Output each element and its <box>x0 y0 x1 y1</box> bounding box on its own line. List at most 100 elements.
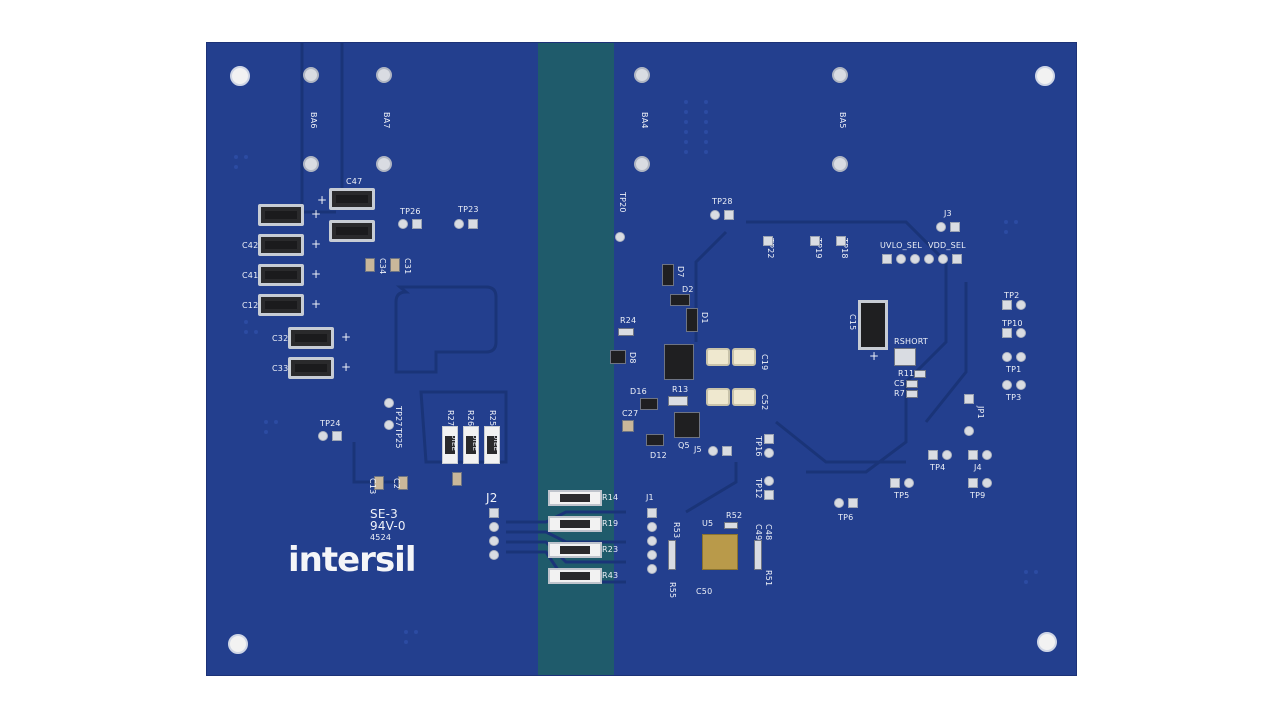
testpoint-tp25 <box>384 420 394 430</box>
testpoint-tp18 <box>836 236 846 246</box>
testpoint-tp4-b <box>942 450 952 460</box>
vdd-sel-pin-3 <box>952 254 962 264</box>
label-tp1: TP1 <box>1006 365 1022 374</box>
jack-pad-ba5-top <box>832 67 848 83</box>
uvlo-sel-pin-1 <box>882 254 892 264</box>
label-r25: R25 <box>488 410 497 427</box>
j1-pin-2 <box>647 522 657 532</box>
label-d8: D8 <box>628 352 637 364</box>
resistor-r25 <box>484 426 500 464</box>
label-c48: C48 <box>764 524 773 541</box>
testpoint-tp23 <box>454 219 464 229</box>
jumper-j5-2 <box>722 446 732 456</box>
label-d16: D16 <box>630 387 647 396</box>
label-tp6: TP6 <box>838 513 854 522</box>
capacitor-c47-b <box>329 220 375 242</box>
resistor-r24 <box>618 328 634 336</box>
diode-d1 <box>686 308 698 332</box>
testpoint-tp12 <box>764 476 774 486</box>
label-j3: J3 <box>944 209 952 218</box>
label-c42: C42 <box>242 241 259 250</box>
resistor-r52 <box>724 522 738 529</box>
j2-pin-2 <box>489 522 499 532</box>
label-tp12: TP12 <box>754 478 763 499</box>
label-c2: C2 <box>392 478 401 490</box>
j1-pin-4 <box>647 550 657 560</box>
button-rshort <box>894 348 916 366</box>
capacitor-c12 <box>258 294 304 316</box>
marking-r27: DIEE <box>450 434 458 452</box>
plus-c42-a: + <box>311 207 322 221</box>
label-d7: D7 <box>676 266 685 278</box>
label-u5: U5 <box>702 519 714 528</box>
capacitor-c42 <box>258 234 304 256</box>
resistor-r13 <box>668 396 688 406</box>
label-c19: C19 <box>760 354 769 371</box>
resistor-r14 <box>548 490 602 506</box>
label-ba4: BA4 <box>640 112 649 129</box>
testpoint-tp10-b <box>1016 328 1026 338</box>
label-c52: C52 <box>760 394 769 411</box>
label-r11: R11 <box>898 369 915 378</box>
j2-pin-4 <box>489 550 499 560</box>
board-label-94v0: 94V-0 <box>370 519 406 533</box>
plus-c42: + <box>311 237 322 251</box>
resistor-r7 <box>906 390 918 398</box>
marking-r26: DIEE <box>471 434 479 452</box>
label-tp24: TP24 <box>320 419 341 428</box>
jack-pad-ba4-top <box>634 67 650 83</box>
label-j1: J1 <box>646 493 654 502</box>
label-tp28: TP28 <box>712 197 733 206</box>
jumper-j3-1 <box>936 222 946 232</box>
jack-pad-ba6-bottom <box>303 156 319 172</box>
label-ba6: BA6 <box>309 112 318 129</box>
vdd-sel-pin-1 <box>924 254 934 264</box>
diode-d7 <box>662 264 674 286</box>
capacitor-c5 <box>906 380 918 388</box>
j1-pin-1 <box>647 508 657 518</box>
diode-d2 <box>670 294 690 306</box>
testpoint-tp3 <box>1002 380 1012 390</box>
label-r13: R13 <box>672 385 689 394</box>
inductor-c52-a <box>706 388 730 406</box>
testpoint-tp26-sq <box>412 219 422 229</box>
plus-c15: + <box>869 349 880 363</box>
capacitor-small <box>452 472 462 486</box>
jumper-j4-1 <box>968 450 978 460</box>
label-d1: D1 <box>700 312 709 324</box>
testpoint-tp5 <box>890 478 900 488</box>
testpoint-tp23-sq <box>468 219 478 229</box>
testpoint-tp6 <box>834 498 844 508</box>
jack-pad-ba7-top <box>376 67 392 83</box>
label-c49: C49 <box>754 524 763 541</box>
capacitor-c33 <box>288 357 334 379</box>
label-tp5: TP5 <box>894 491 910 500</box>
label-ba7: BA7 <box>382 112 391 129</box>
label-r53: R53 <box>672 522 681 539</box>
j1-pin-5 <box>647 564 657 574</box>
label-jp1: JP1 <box>976 406 985 419</box>
jack-pad-ba4-bottom <box>634 156 650 172</box>
label-j4: J4 <box>974 463 982 472</box>
ic-u5 <box>702 534 738 570</box>
testpoint-tp4 <box>928 450 938 460</box>
capacitor-c32 <box>288 327 334 349</box>
jack-pad-ba6-top <box>303 67 319 83</box>
label-c13: C13 <box>368 478 377 495</box>
label-tp26: TP26 <box>400 207 421 216</box>
label-r27: R27 <box>446 410 455 427</box>
inductor-c19-a <box>706 348 730 366</box>
jumper-j4-2 <box>982 450 992 460</box>
label-r51: R51 <box>764 570 773 587</box>
resistor-r53 <box>668 540 676 570</box>
resistor-r11 <box>914 370 926 378</box>
marking-r25: DIEE <box>492 434 500 452</box>
label-tp4: TP4 <box>930 463 946 472</box>
testpoint-tp27 <box>384 398 394 408</box>
label-tp2: TP2 <box>1004 291 1020 300</box>
jack-pad-ba7-bottom <box>376 156 392 172</box>
inductor-c52-b <box>732 388 756 406</box>
inductor-c19-b <box>732 348 756 366</box>
diode-d16 <box>640 398 658 410</box>
testpoint-tp2 <box>1002 300 1012 310</box>
